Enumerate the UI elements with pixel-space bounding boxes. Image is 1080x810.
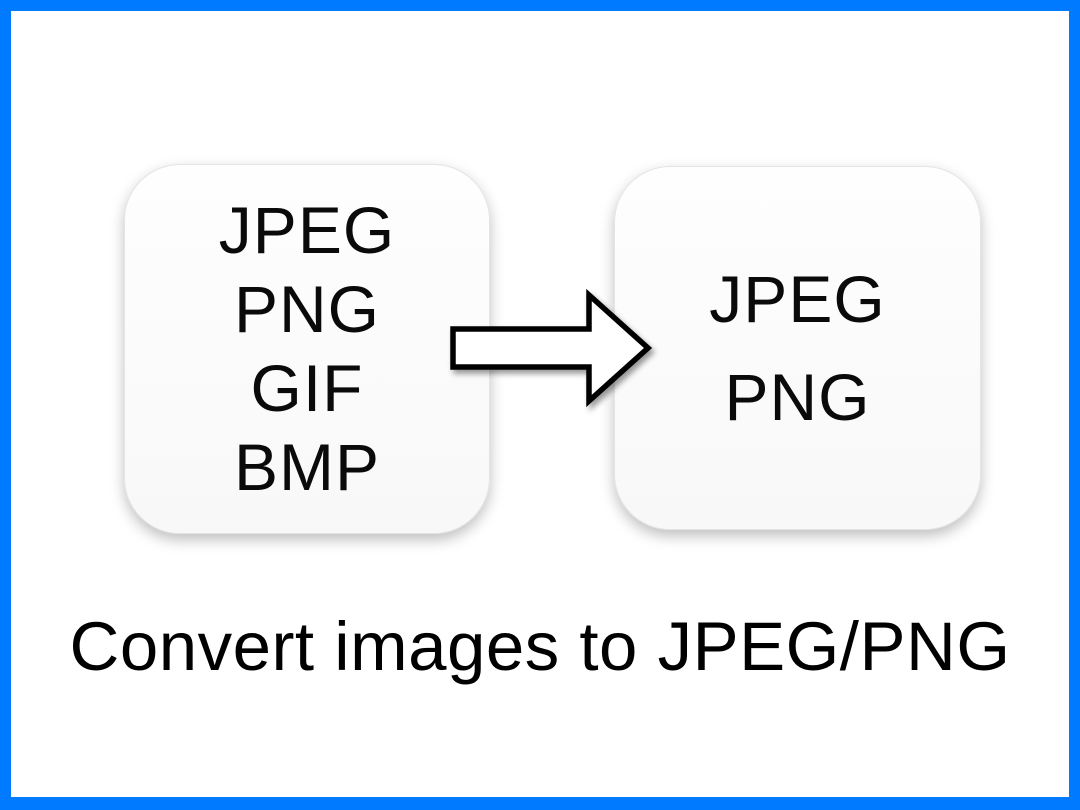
target-format-label: PNG — [724, 360, 871, 434]
target-formats-box: JPEG PNG — [614, 166, 981, 530]
right-arrow-icon — [450, 288, 653, 408]
source-formats-box: JPEG PNG GIF BMP — [124, 164, 490, 534]
source-format-label: PNG — [233, 272, 381, 346]
right-arrow-shape — [450, 288, 653, 408]
source-format-label: BMP — [233, 430, 381, 504]
source-format-label: JPEG — [218, 193, 396, 267]
caption-text: Convert images to JPEG/PNG — [69, 608, 1011, 685]
source-format-label: GIF — [250, 351, 364, 425]
target-format-label: JPEG — [709, 262, 886, 336]
